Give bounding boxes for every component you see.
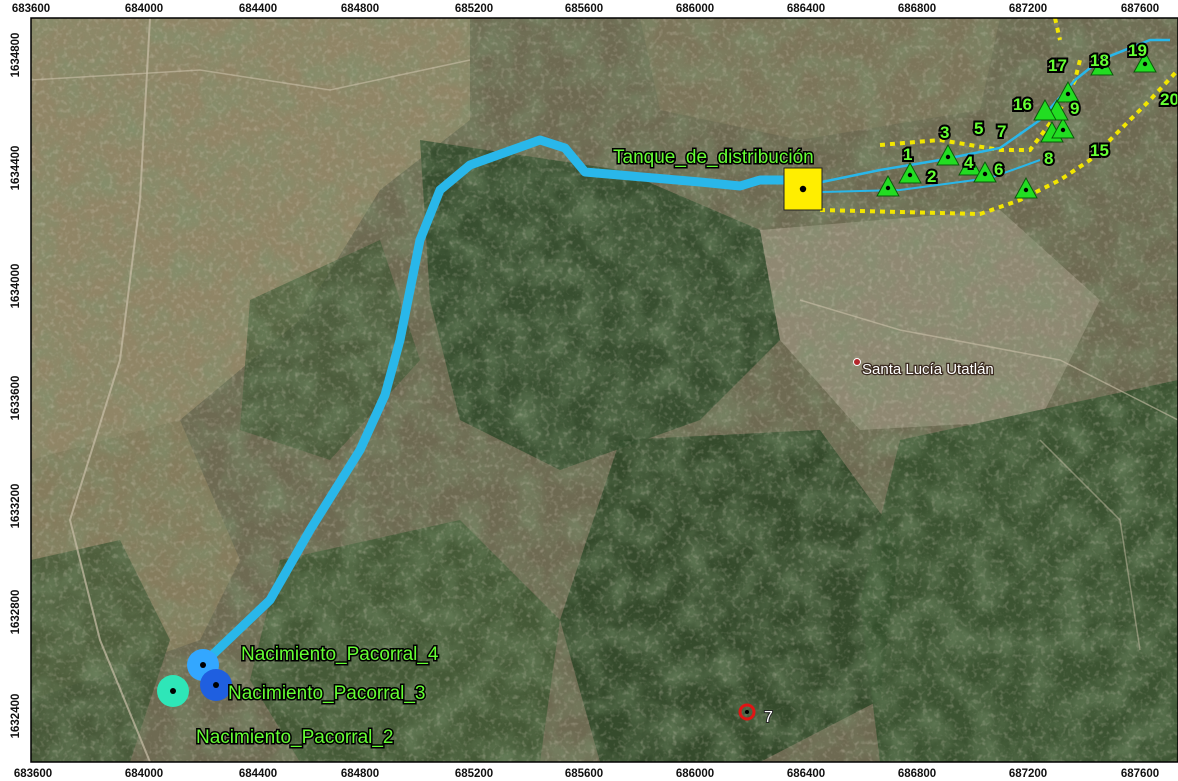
top-tick: 686800 xyxy=(898,3,936,15)
red-marker-label: 7 xyxy=(764,709,773,726)
node-label-9: 9 xyxy=(1070,99,1079,118)
spring-label-4: Nacimiento_Pacorral_4 xyxy=(241,644,439,665)
tank-label: Tanque_de_distribución xyxy=(613,147,814,168)
left-tick: 1633200 xyxy=(10,484,22,529)
town-marker-icon xyxy=(853,358,861,366)
map-border xyxy=(30,17,1178,763)
node-label-3: 3 xyxy=(940,123,949,142)
node-label-1: 1 xyxy=(903,145,912,164)
left-tick: 1634800 xyxy=(10,33,22,78)
node-label-18: 18 xyxy=(1090,51,1109,70)
bottom-tick: 683600 xyxy=(14,768,52,780)
top-tick: 685600 xyxy=(565,3,603,15)
bottom-tick: 687600 xyxy=(1121,768,1159,780)
top-tick: 686000 xyxy=(676,3,714,15)
top-tick: 687600 xyxy=(1121,3,1159,15)
node-label-17: 17 xyxy=(1048,56,1067,75)
node-5-icon[interactable] xyxy=(1033,98,1057,121)
node-label-8: 8 xyxy=(1044,149,1053,168)
top-tick: 684800 xyxy=(341,3,379,15)
node-label-4: 4 xyxy=(964,153,974,172)
node-label-15: 15 xyxy=(1090,141,1109,160)
left-tick: 1634000 xyxy=(10,264,22,309)
satellite-imagery xyxy=(31,18,1178,762)
node-label-5: 5 xyxy=(974,119,983,138)
spring-nacimiento-pacorral-2[interactable] xyxy=(157,675,189,707)
distribution-tank-icon[interactable] xyxy=(783,167,823,211)
bottom-tick: 684800 xyxy=(341,768,379,780)
left-tick: 1632400 xyxy=(10,694,22,739)
spring-label-2: Nacimiento_Pacorral_2 xyxy=(196,727,394,748)
top-axis: 683600 684000 684400 684800 685200 68560… xyxy=(12,3,1159,15)
node-label-19: 19 xyxy=(1128,41,1147,60)
left-tick: 1633600 xyxy=(10,376,22,421)
bottom-tick: 685600 xyxy=(565,768,603,780)
node-label-20: 20 xyxy=(1160,90,1178,109)
bottom-tick: 686400 xyxy=(787,768,825,780)
node-label-7: 7 xyxy=(997,122,1006,141)
town-label: Santa Lucía Utatlán xyxy=(862,361,994,378)
spring-label-3: Nacimiento_Pacorral_3 xyxy=(228,683,426,704)
bottom-tick: 686800 xyxy=(898,768,936,780)
main-pipeline[interactable] xyxy=(200,135,805,667)
top-tick: 684000 xyxy=(125,3,163,15)
bottom-tick: 684000 xyxy=(125,768,163,780)
top-tick: 686400 xyxy=(787,3,825,15)
node-label-2: 2 xyxy=(927,167,936,186)
node-label-16: 16 xyxy=(1013,95,1032,114)
top-tick: 687200 xyxy=(1009,3,1047,15)
top-tick: 683600 xyxy=(12,3,50,15)
spring-nacimiento-pacorral-3[interactable] xyxy=(200,669,232,701)
red-marker-icon[interactable] xyxy=(738,703,756,721)
bottom-tick: 685200 xyxy=(455,768,493,780)
left-tick: 1634400 xyxy=(10,146,22,191)
node-label-6: 6 xyxy=(994,160,1003,179)
left-tick: 1632800 xyxy=(10,590,22,635)
bottom-tick: 687200 xyxy=(1009,768,1047,780)
top-tick: 684400 xyxy=(239,3,277,15)
top-tick: 685200 xyxy=(455,3,493,15)
bottom-tick: 684400 xyxy=(239,768,277,780)
left-axis: 1634800 1634400 1634000 1633600 1633200 … xyxy=(10,33,22,739)
bottom-tick: 686000 xyxy=(676,768,714,780)
bottom-axis: 683600 684000 684400 684800 685200 68560… xyxy=(14,768,1159,780)
